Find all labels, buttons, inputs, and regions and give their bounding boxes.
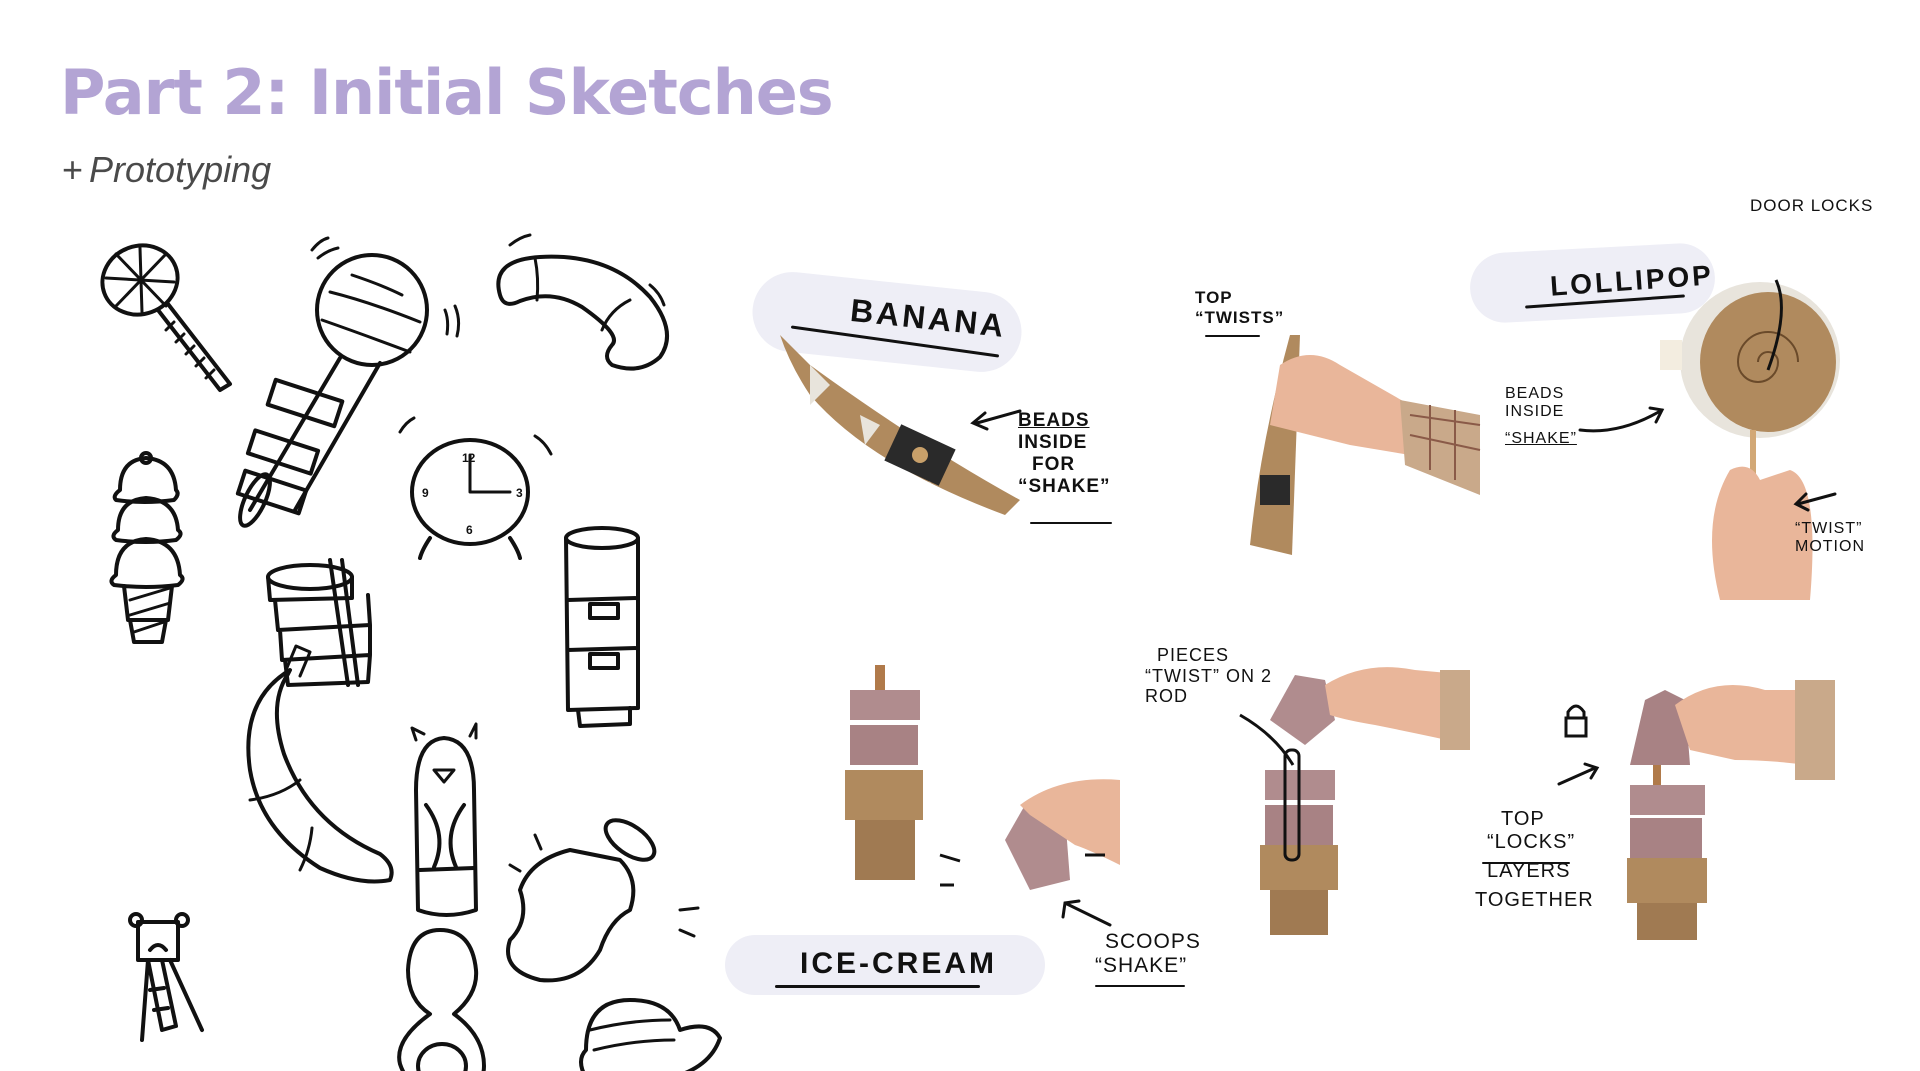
lollipop-left-line: Beads	[1505, 385, 1565, 402]
lollipop-right-line: motion	[1795, 538, 1865, 556]
ice-cream-note-line: “Shake”	[1095, 954, 1188, 978]
lock-note-line: layers	[1487, 860, 1571, 882]
ice-cream-note: Scoops “Shake”	[1095, 930, 1201, 978]
ice-cream-label-underline	[775, 985, 980, 988]
cylinder-sketch-icon	[564, 526, 640, 728]
padlock-icon	[1562, 700, 1590, 744]
lock-note-underline	[1482, 862, 1570, 864]
banana-note-line: for	[1032, 453, 1076, 475]
ice-cream-rod-photo	[1239, 665, 1470, 935]
rod-note-line: Pieces	[1157, 645, 1230, 665]
banana-note-line: “Shake”	[1018, 475, 1111, 497]
rod-note-line: “Twist” on 2	[1145, 665, 1272, 686]
lock-note-line: “Locks”	[1487, 831, 1576, 853]
ice-cream-sketch-icon	[109, 451, 185, 644]
hat-sketch-icon	[579, 998, 722, 1071]
plus-sign: +	[62, 149, 84, 190]
jar-sketch-icon	[506, 818, 700, 983]
arrow-left-icon	[965, 405, 1025, 439]
arrow-up-left-icon	[1055, 895, 1115, 939]
lollipop-right-note: “Twist” motion	[1795, 520, 1865, 557]
banana-note-line: inside	[1018, 431, 1088, 453]
clock-number-6: 6	[466, 523, 473, 537]
lollipop-sketch-icon	[100, 243, 232, 392]
banana-note-underline	[1030, 522, 1112, 524]
banana-note-line: Beads	[1018, 410, 1090, 431]
lollipop-top-note: Door locks	[1750, 196, 1874, 215]
banana-twist-line: Top	[1195, 288, 1233, 307]
clock-number-3: 3	[516, 486, 523, 500]
ice-cream-note-line: Scoops	[1105, 930, 1201, 953]
clock-number-9: 9	[422, 486, 429, 500]
arrow-right-icon	[1555, 760, 1605, 794]
banana-prototype-photo	[770, 325, 1030, 515]
ice-cream-note-underline	[1095, 985, 1185, 987]
lollipop-left-line: “Shake”	[1505, 429, 1577, 447]
rod-note-line: rod	[1145, 686, 1188, 707]
banana-hand-photo	[1230, 325, 1481, 560]
subtitle-text: Prototyping	[89, 149, 272, 190]
banana-sketch-icon	[246, 644, 394, 884]
croissant-sketch-icon	[496, 233, 669, 371]
lollipop-left-line: inside	[1505, 403, 1565, 421]
lollipop-left-note: Beads inside “Shake”	[1505, 385, 1577, 448]
slide-title: Part 2: Initial Sketches	[60, 56, 834, 129]
banana-note: Beads inside for “Shake”	[1018, 410, 1111, 497]
stack-sketch-icon	[266, 558, 372, 687]
lollipop-photo	[1650, 270, 1850, 600]
arrow-left-icon	[1790, 490, 1840, 518]
lock-note-line: Top	[1501, 808, 1545, 830]
rattle-sketch-icon	[235, 236, 461, 528]
teether-sketch-icon	[397, 928, 486, 1071]
penguin-sketch-icon	[410, 722, 478, 917]
banana-twist-line: “Twists”	[1195, 307, 1285, 327]
bear-sketch-icon	[128, 912, 204, 1042]
ice-cream-label: Ice-Cream	[800, 947, 997, 980]
sketch-panel: 12 3 6 9	[90, 230, 722, 1071]
clock-sketch-icon	[398, 416, 553, 560]
ice-cream-photo	[830, 665, 1130, 905]
banana-twist-underline	[1205, 335, 1260, 337]
lock-note-line: together	[1475, 889, 1594, 911]
ice-cream-lock-photo	[1615, 670, 1835, 940]
slide-subtitle: +Prototyping	[62, 152, 271, 188]
curved-arrow-icon	[1570, 390, 1670, 444]
lock-note: Top “Locks” layers together	[1475, 808, 1594, 912]
rod-note: Pieces “Twist” on 2 rod	[1145, 645, 1272, 707]
lollipop-right-line: “Twist”	[1795, 520, 1863, 537]
clock-number-12: 12	[462, 451, 476, 465]
banana-twist-note: Top “Twists”	[1195, 288, 1284, 327]
